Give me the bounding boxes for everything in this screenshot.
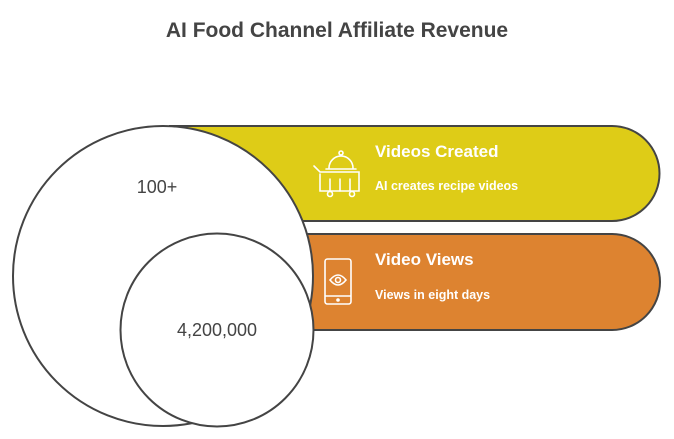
phone-eye-icon [324, 258, 352, 305]
diagram-title: AI Food Channel Affiliate Revenue [166, 19, 508, 42]
video-views-description: Views in eight days [375, 288, 490, 302]
video-views-bar [199, 233, 661, 331]
videos-created-description: AI creates recipe videos [375, 179, 518, 193]
videos-created-value: 100+ [137, 177, 178, 197]
video-views-value: 4,200,000 [177, 320, 257, 340]
video-views-heading: Video Views [375, 250, 474, 269]
videos-created-heading: Videos Created [375, 142, 498, 161]
food-cart-icon [313, 150, 360, 198]
video-views-circle [119, 232, 315, 428]
videos-created-bar [169, 125, 661, 222]
